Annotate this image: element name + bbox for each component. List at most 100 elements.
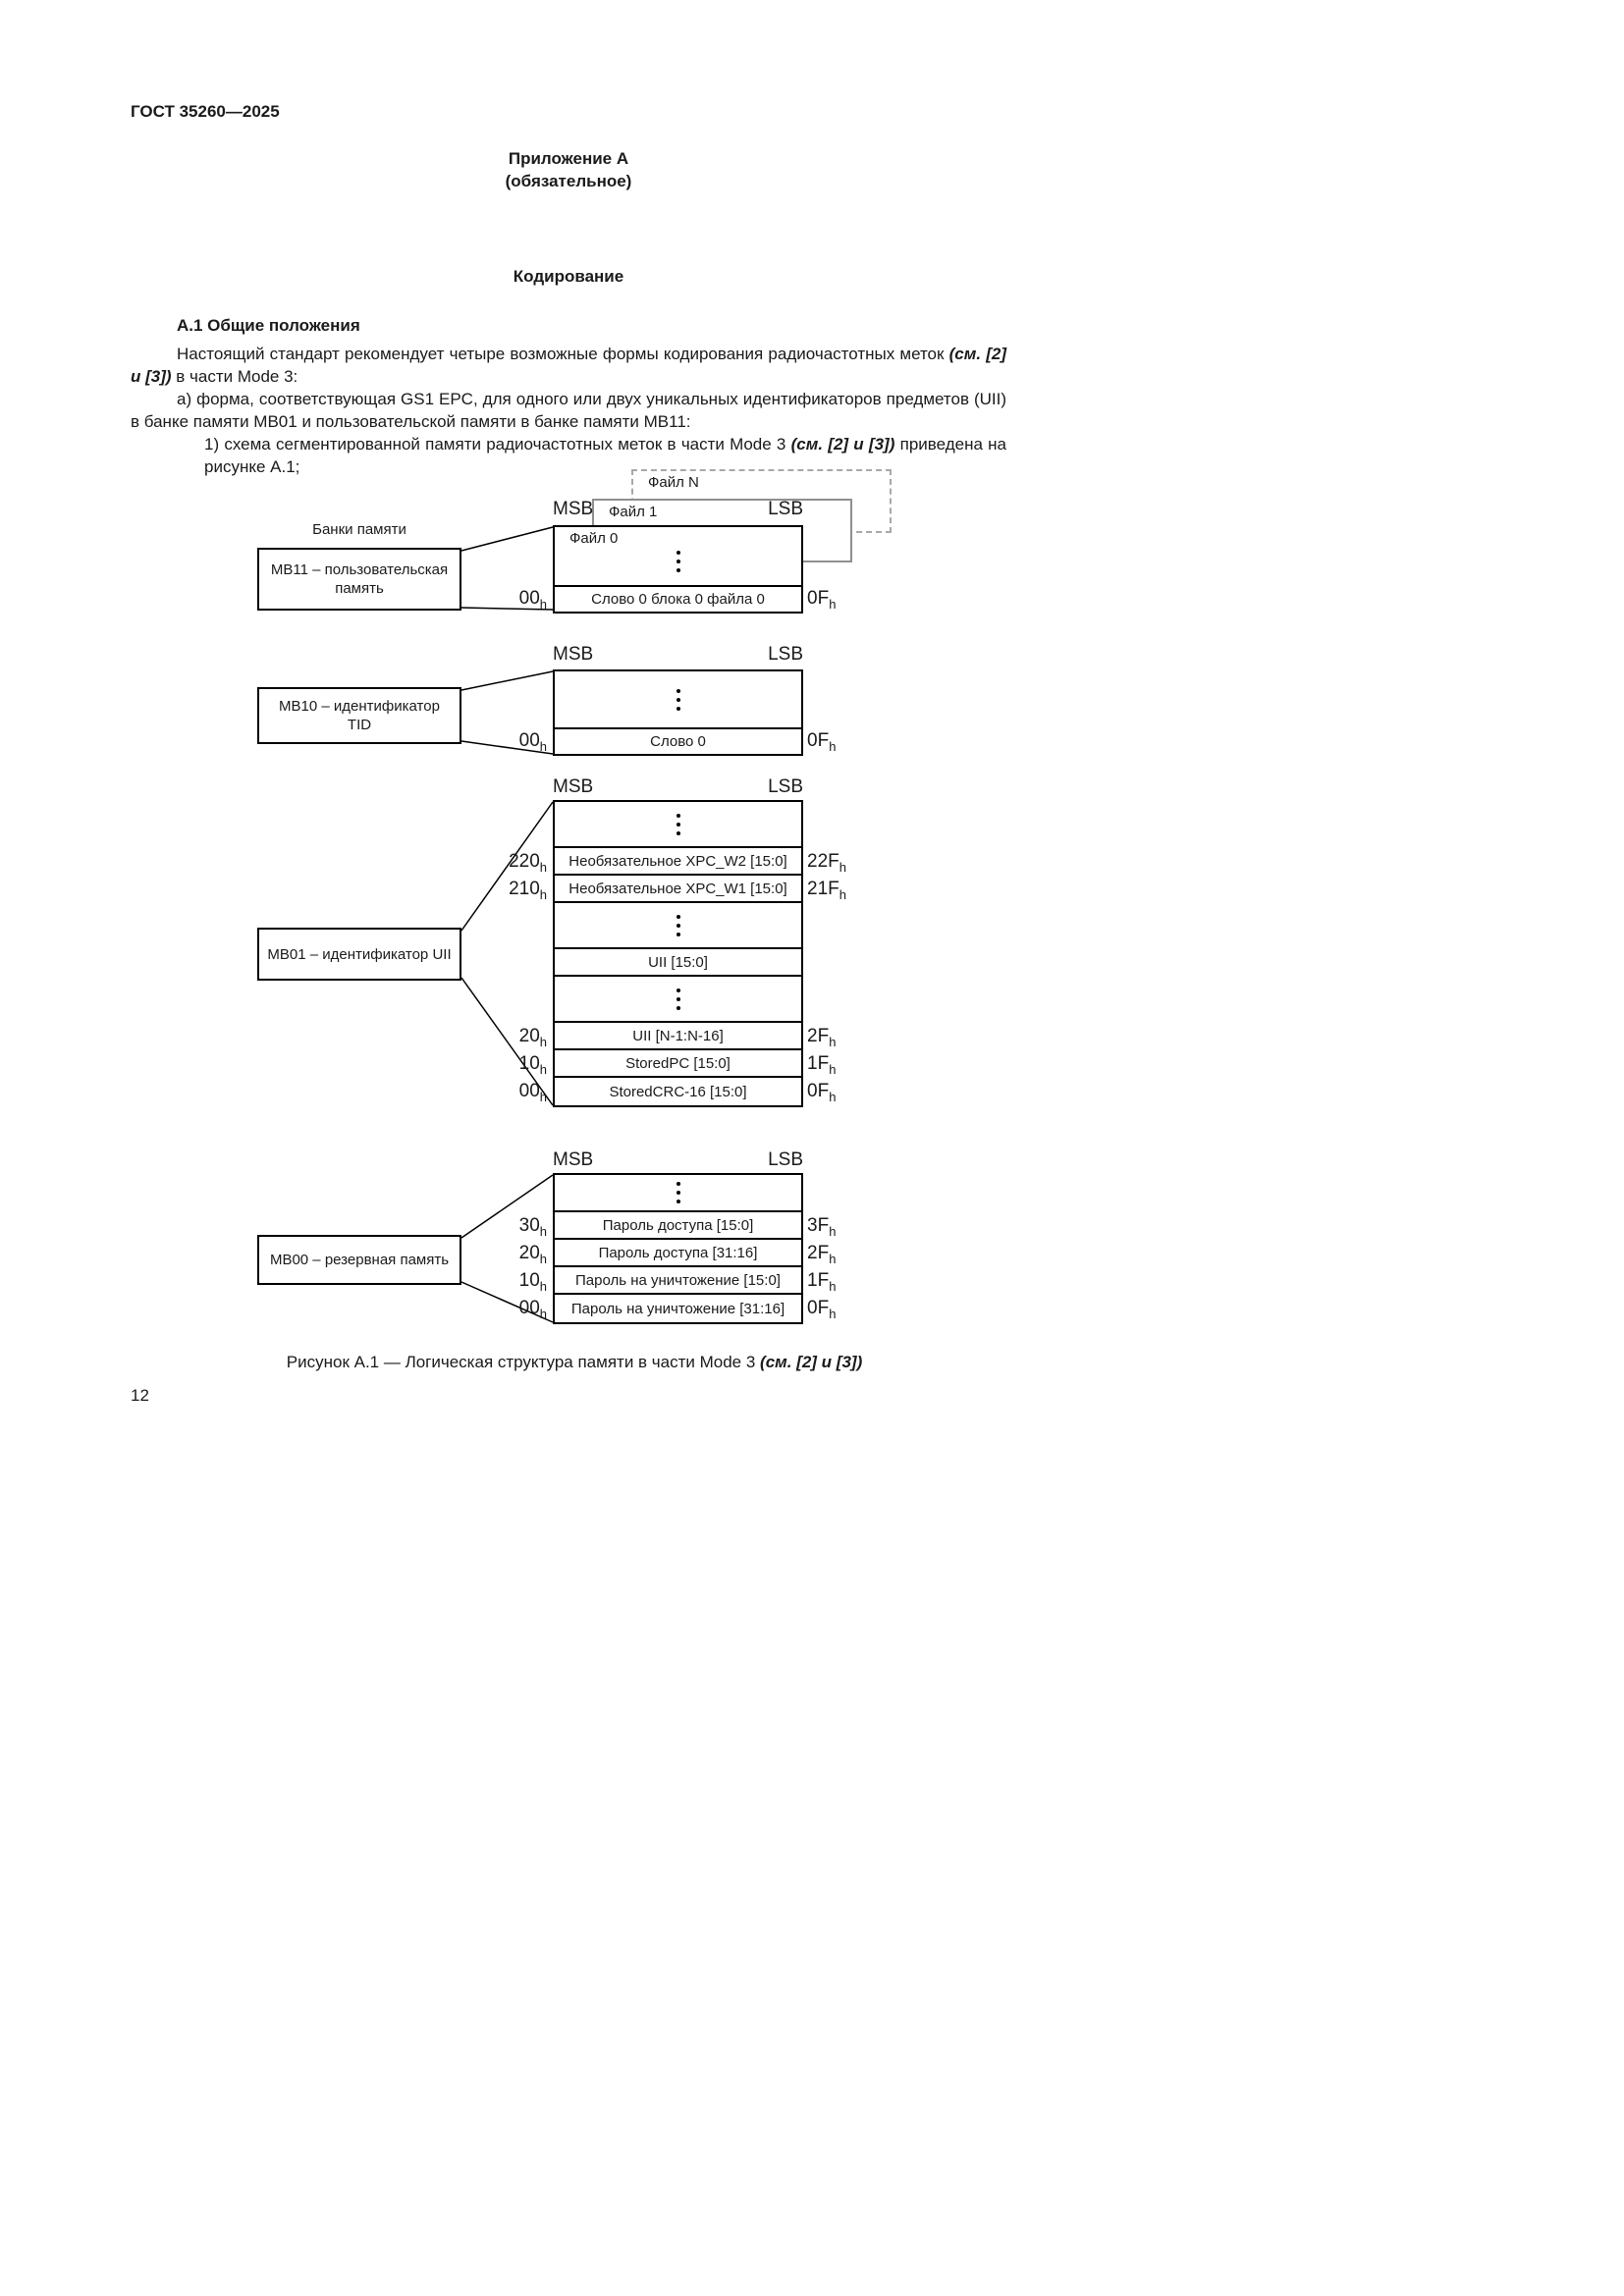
memory-row: Пароль на уничтожение [15:0] bbox=[555, 1267, 801, 1295]
lsb-label: LSB bbox=[768, 776, 803, 797]
address-label: 21Fh bbox=[807, 878, 907, 902]
address-value: 0F bbox=[807, 730, 830, 751]
mb00-table: Пароль доступа [15:0] Пароль доступа [31… bbox=[553, 1173, 803, 1324]
paragraph-3: 1) схема сегментированной памяти радиоча… bbox=[204, 433, 1006, 478]
memory-row: Пароль доступа [31:16] bbox=[555, 1240, 801, 1267]
msb-label: MSB bbox=[553, 644, 594, 665]
bank-label-mb11: МВ11 – пользовательская память bbox=[270, 561, 449, 597]
address-value: 00 bbox=[518, 1298, 540, 1318]
address-value: 1F bbox=[807, 1053, 830, 1074]
bank-box-mb11: МВ11 – пользовательская память bbox=[257, 548, 461, 611]
lsb-label: LSB bbox=[768, 644, 803, 665]
hex-subscript: h bbox=[839, 859, 846, 875]
hex-subscript: h bbox=[539, 596, 547, 612]
memory-row-label: Пароль на уничтожение [15:0] bbox=[575, 1271, 781, 1289]
ellipsis-icon bbox=[676, 1182, 680, 1203]
address-value: 0F bbox=[807, 588, 830, 609]
section-heading: А.1 Общие положения bbox=[177, 316, 360, 335]
memory-row: UII [15:0] bbox=[555, 949, 801, 977]
address-label: 0Fh bbox=[807, 1297, 907, 1321]
hex-subscript: h bbox=[539, 1034, 547, 1049]
hex-subscript: h bbox=[539, 1223, 547, 1239]
lsb-label: LSB bbox=[768, 1149, 803, 1170]
address-label: 10h bbox=[447, 1052, 547, 1077]
address-value: 00 bbox=[518, 730, 540, 751]
address-value: 10 bbox=[518, 1270, 540, 1291]
memory-row: Необязательное XPC_W2 [15:0] bbox=[555, 848, 801, 876]
hex-subscript: h bbox=[829, 1278, 837, 1294]
file-0-box: Файл 0 Слово 0 блока 0 файла 0 bbox=[553, 525, 803, 614]
memory-row: Пароль доступа [15:0] bbox=[555, 1212, 801, 1240]
address-label: 3Fh bbox=[807, 1214, 907, 1239]
memory-row-label: UII [15:0] bbox=[648, 953, 708, 971]
hex-subscript: h bbox=[539, 1089, 547, 1104]
memory-row-label: StoredPC [15:0] bbox=[625, 1054, 731, 1072]
address-label: 2Fh bbox=[807, 1242, 907, 1266]
address-label: 0Fh bbox=[807, 729, 907, 754]
address-value: 3F bbox=[807, 1215, 830, 1236]
paragraph-3-text: 1) схема сегментированной памяти радиоча… bbox=[204, 435, 791, 454]
msb-label: MSB bbox=[553, 499, 594, 519]
annex-subtitle: (обязательное) bbox=[505, 172, 632, 190]
banks-label: Банки памяти bbox=[312, 521, 406, 538]
memory-row-label: Пароль доступа [15:0] bbox=[602, 1216, 754, 1234]
file-1-label: Файл 1 bbox=[609, 504, 658, 520]
lsb-label: LSB bbox=[768, 499, 803, 519]
annex-heading: Кодирование bbox=[513, 267, 624, 286]
ellipsis-row bbox=[555, 903, 801, 949]
address-label: 1Fh bbox=[807, 1269, 907, 1294]
address-label: 1Fh bbox=[807, 1052, 907, 1077]
memory-row-label: UII [N-1:N-16] bbox=[632, 1027, 724, 1044]
memory-row-label: Пароль доступа [31:16] bbox=[598, 1244, 758, 1261]
bank-label-mb01: МВ01 – идентификатор UII bbox=[267, 945, 452, 963]
address-label: 00h bbox=[447, 729, 547, 754]
address-label: 0Fh bbox=[807, 587, 907, 612]
memory-row: UII [N-1:N-16] bbox=[555, 1023, 801, 1050]
address-value: 2F bbox=[807, 1026, 830, 1046]
memory-row-label: StoredCRC-16 [15:0] bbox=[609, 1083, 747, 1100]
mb10-box: Слово 0 bbox=[553, 669, 803, 756]
ellipsis-row bbox=[555, 802, 801, 848]
hex-subscript: h bbox=[829, 1251, 837, 1266]
ellipsis-icon bbox=[676, 914, 680, 936]
memory-row-label: Необязательное XPC_W2 [15:0] bbox=[568, 852, 787, 870]
figure-caption-ref: (см. [2] и [3]) bbox=[760, 1353, 863, 1371]
memory-row-mb11: Слово 0 блока 0 файла 0 bbox=[555, 585, 801, 612]
address-label: 20h bbox=[447, 1242, 547, 1266]
bank-box-mb10: МВ10 – идентификатор TID bbox=[257, 687, 461, 744]
hex-subscript: h bbox=[539, 1306, 547, 1321]
msb-label: MSB bbox=[553, 776, 594, 797]
memory-row-label: Пароль на уничтожение [31:16] bbox=[570, 1300, 785, 1317]
paragraph-1: Настоящий стандарт рекомендует четыре во… bbox=[131, 343, 1006, 388]
paragraph-1-tail: в части Mode 3: bbox=[171, 367, 298, 386]
memory-row: Необязательное XPC_W1 [15:0] bbox=[555, 876, 801, 903]
paragraph-1-text: Настоящий стандарт рекомендует четыре во… bbox=[177, 345, 949, 363]
memory-row: StoredPC [15:0] bbox=[555, 1050, 801, 1078]
hex-subscript: h bbox=[539, 1061, 547, 1077]
hex-subscript: h bbox=[829, 738, 837, 754]
memory-row-mb10: Слово 0 bbox=[555, 727, 801, 754]
address-value: 1F bbox=[807, 1270, 830, 1291]
file-0-label: Файл 0 bbox=[569, 530, 619, 547]
figure-caption: Рисунок А.1 — Логическая структура памят… bbox=[137, 1353, 1011, 1372]
address-value: 0F bbox=[807, 1298, 830, 1318]
address-label: 30h bbox=[447, 1214, 547, 1239]
hex-subscript: h bbox=[539, 738, 547, 754]
msb-lsb-header-mb01: MSB LSB bbox=[553, 776, 803, 798]
memory-row-label: Необязательное XPC_W1 [15:0] bbox=[568, 880, 787, 897]
msb-label: MSB bbox=[553, 1149, 594, 1170]
paragraph-3-tail: приведена на рисунке А.1; bbox=[204, 435, 1006, 476]
address-value: 21F bbox=[807, 879, 839, 899]
bank-label-mb00: МВ00 – резервная память bbox=[269, 1252, 450, 1268]
msb-lsb-header-mb11: MSB LSB bbox=[553, 499, 803, 520]
address-value: 210 bbox=[509, 879, 540, 899]
address-label: 00h bbox=[447, 587, 547, 612]
hex-subscript: h bbox=[839, 886, 846, 902]
page-number: 12 bbox=[131, 1386, 149, 1405]
address-value: 220 bbox=[509, 851, 540, 872]
address-label: 00h bbox=[447, 1080, 547, 1104]
memory-row: StoredCRC-16 [15:0] bbox=[555, 1078, 801, 1105]
file-n-label: Файл N bbox=[648, 474, 699, 491]
address-label: 2Fh bbox=[807, 1025, 907, 1049]
